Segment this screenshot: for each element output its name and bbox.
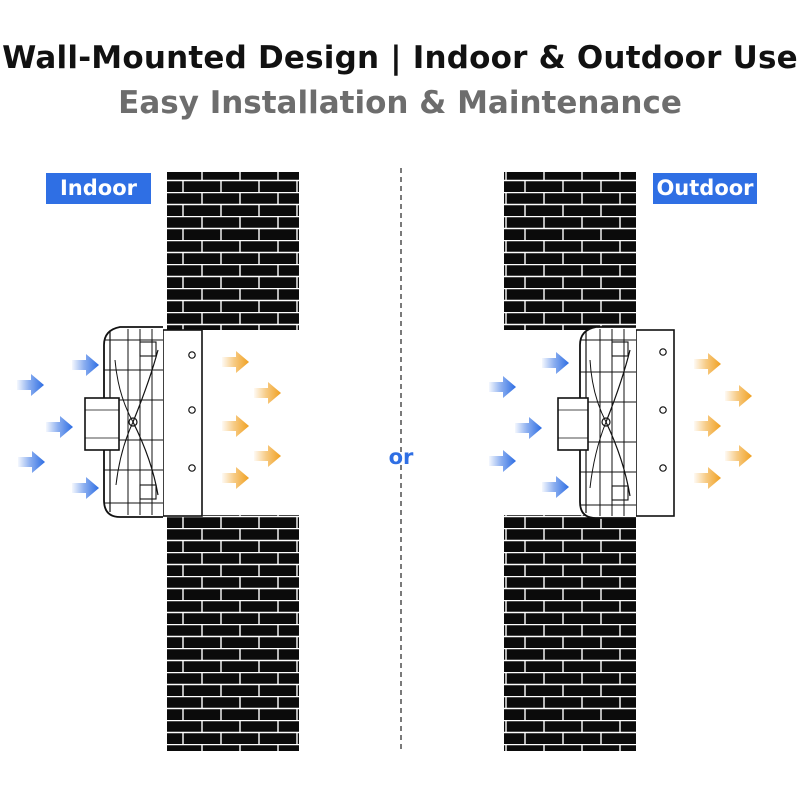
- blue-airflow-arrow-icon: [489, 450, 516, 472]
- orange-airflow-arrow-icon: [694, 353, 721, 375]
- blue-airflow-arrow-icon: [72, 354, 99, 376]
- blue-airflow-arrow-icon: [515, 417, 542, 439]
- blue-airflow-arrow-icon: [542, 476, 569, 498]
- blue-airflow-arrow-icon: [72, 477, 99, 499]
- brick-wall-icon: [504, 172, 636, 330]
- exhaust-fan-icon: [557, 326, 675, 519]
- brick-wall-icon: [167, 515, 299, 751]
- orange-airflow-arrow-icon: [254, 445, 281, 467]
- orange-airflow-arrow-icon: [725, 385, 752, 407]
- indoor-label: Indoor: [46, 173, 151, 204]
- orange-airflow-arrows-left: [222, 351, 281, 489]
- outdoor-label: Outdoor: [653, 173, 757, 204]
- orange-airflow-arrows-right: [694, 353, 752, 489]
- or-label: or: [388, 445, 414, 469]
- page-title: Wall-Mounted Design | Indoor & Outdoor U…: [2, 40, 798, 76]
- page-subtitle: Easy Installation & Maintenance: [118, 85, 682, 121]
- blue-airflow-arrow-icon: [17, 374, 44, 396]
- blue-airflow-arrow-icon: [542, 352, 569, 374]
- blue-airflow-arrow-icon: [46, 416, 73, 438]
- orange-airflow-arrow-icon: [694, 415, 721, 437]
- exhaust-fan-icon: [84, 326, 203, 518]
- orange-airflow-arrow-icon: [222, 351, 249, 373]
- blue-airflow-arrow-icon: [489, 376, 516, 398]
- orange-airflow-arrow-icon: [222, 467, 249, 489]
- orange-airflow-arrow-icon: [725, 445, 752, 467]
- orange-airflow-arrow-icon: [694, 467, 721, 489]
- orange-airflow-arrow-icon: [254, 382, 281, 404]
- brick-wall-icon: [504, 515, 636, 751]
- blue-airflow-arrow-icon: [18, 451, 45, 473]
- blue-airflow-arrows-right: [489, 352, 569, 498]
- brick-wall-icon: [167, 172, 299, 330]
- orange-airflow-arrow-icon: [222, 415, 249, 437]
